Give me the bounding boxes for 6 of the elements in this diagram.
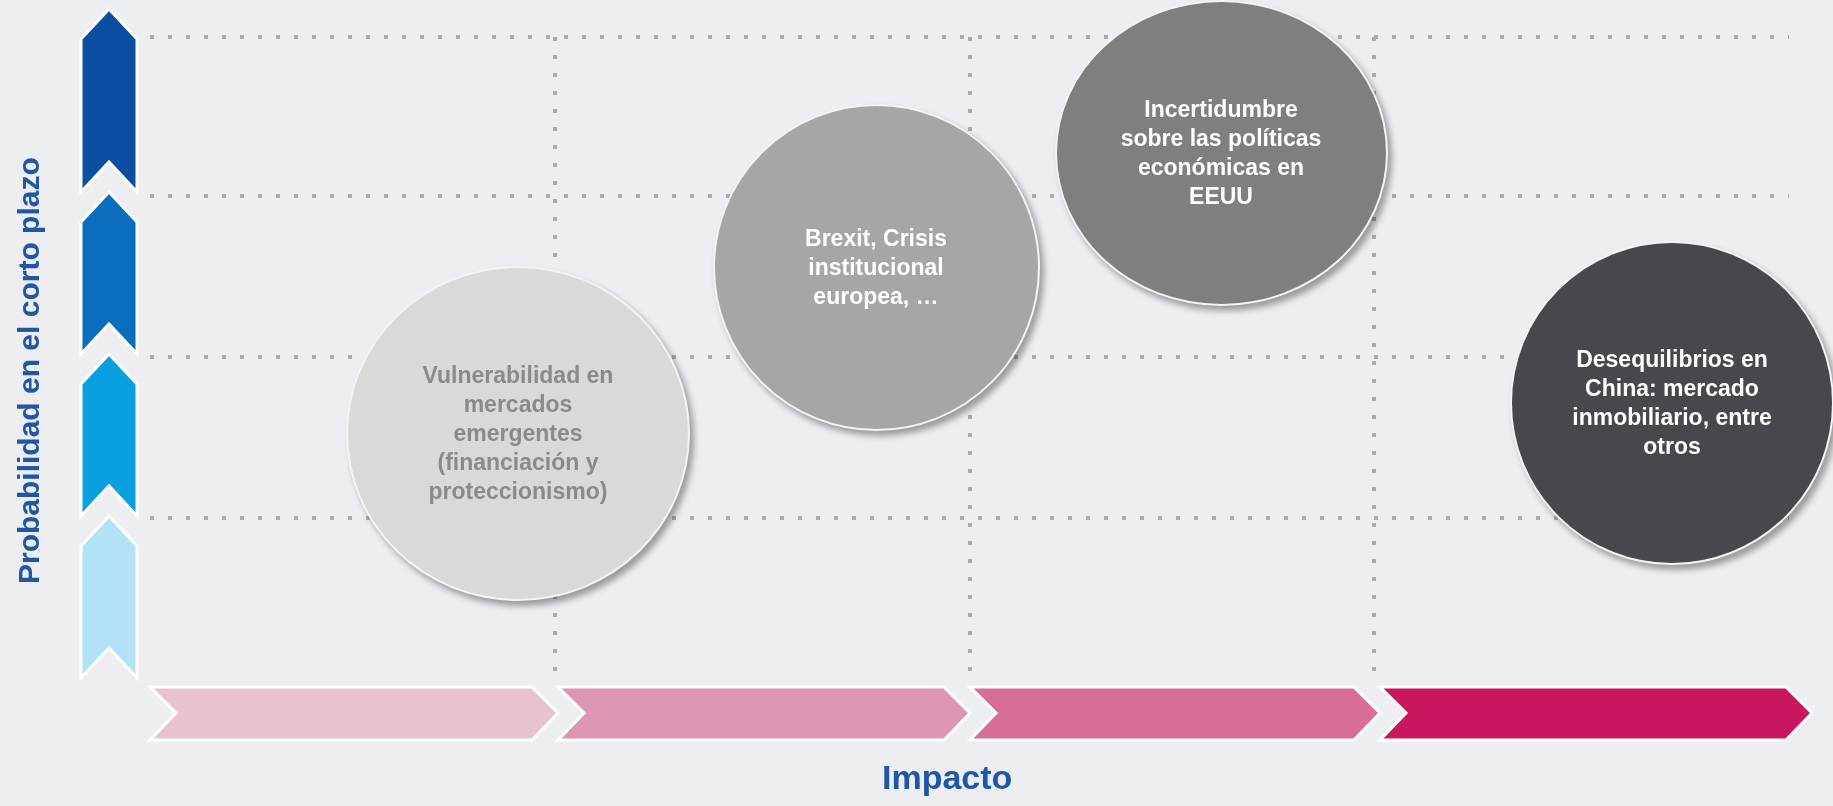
axis-title: Impacto	[882, 758, 1013, 797]
risk-label: Desequilibrios en China: mercado inmobiliario, entre otros	[1572, 345, 1772, 461]
risk-label: Brexit, Crisis institucional europea, …	[804, 223, 948, 311]
risk-label: Vulnerabilidad en mercados emergentes (financiación y proteccionismo)	[421, 360, 615, 506]
risk-label: Incertidumbre sobre las políticas económicas en EEUU	[1119, 95, 1323, 211]
axis-title: Probabilidad en el corto plazo	[12, 156, 46, 584]
